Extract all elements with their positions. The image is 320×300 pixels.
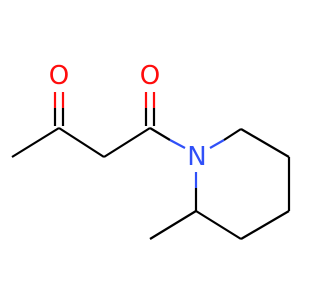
bond-methyl-ketone-carbon xyxy=(11,127,60,158)
bond-amide-carbon-n xyxy=(149,127,171,141)
structure-canvas: O O N xyxy=(11,61,291,240)
bond-ring-c4-c5 xyxy=(195,210,242,240)
bond-ring-c3-c4 xyxy=(240,210,290,240)
nitrogen-label: N xyxy=(187,142,206,172)
bond-ch2-amide-carbon xyxy=(103,127,151,158)
bond-ring-c1-c2 xyxy=(240,128,290,158)
bond-amide-carbon-n-blue xyxy=(169,139,186,149)
bond-n-ring-c1 xyxy=(223,128,242,141)
oxygen-ketone-label: O xyxy=(49,61,69,91)
molecule-diagram: O O N xyxy=(11,61,291,240)
bond-ketone-carbon-ch2 xyxy=(58,127,105,158)
bond-n-ring-c1-blue xyxy=(209,139,225,149)
oxygen-amide-label: O xyxy=(140,61,160,91)
bond-c5-ethyl-ch2 xyxy=(149,210,197,240)
